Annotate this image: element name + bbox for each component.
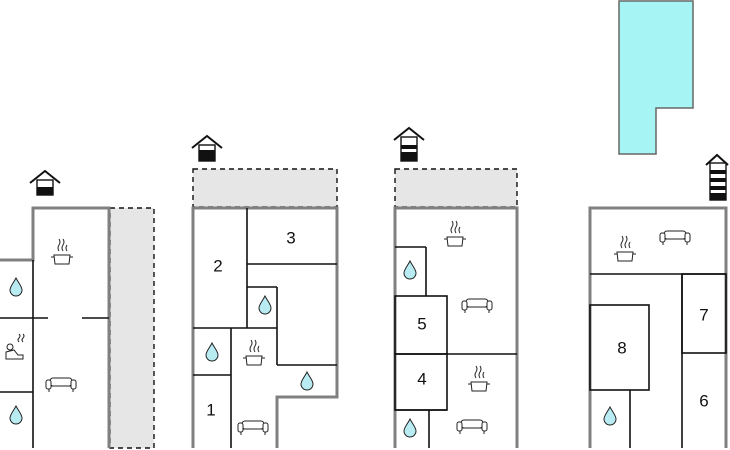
room-number: 7 [699, 306, 708, 325]
terrace [394, 168, 518, 208]
building-ground-floor [0, 169, 155, 449]
room-number: 1 [206, 401, 215, 420]
shower-drop-icon [403, 418, 417, 438]
building-second-floor: 5 4 [393, 126, 519, 448]
room-number: 2 [213, 257, 222, 276]
terrace [109, 207, 155, 449]
sofa-icon [237, 420, 269, 436]
floor-level-icon [29, 169, 61, 196]
sofa-icon [659, 230, 691, 246]
room-number: 6 [699, 392, 708, 411]
cooking-pot-icon [443, 220, 467, 247]
cooking-pot-icon [613, 235, 637, 262]
sofa-icon [461, 298, 493, 314]
room-number: 5 [417, 315, 426, 334]
shower-drop-icon [258, 295, 272, 315]
floor-level-icon [705, 153, 729, 201]
sauna-icon [5, 333, 25, 360]
shower-drop-icon [603, 406, 617, 426]
cooking-pot-icon [50, 238, 74, 265]
shower-drop-icon [403, 260, 417, 280]
shower-drop-icon [205, 342, 219, 362]
sofa-icon [45, 377, 77, 393]
pool [618, 0, 694, 155]
room-number: 3 [286, 229, 295, 248]
room-number: 4 [417, 370, 426, 389]
building-top-floor: 8 7 6 [588, 153, 729, 448]
floor-level-icon [393, 126, 425, 162]
shower-drop-icon [300, 371, 314, 391]
room-number: 8 [617, 339, 626, 358]
terrace [192, 168, 338, 208]
shower-drop-icon [9, 277, 23, 297]
building-first-floor: 2 3 1 [191, 134, 339, 448]
shower-drop-icon [9, 405, 23, 425]
cooking-pot-icon [467, 365, 491, 392]
floor-level-icon [191, 134, 223, 162]
cooking-pot-icon [242, 339, 266, 366]
sofa-icon [456, 419, 488, 435]
